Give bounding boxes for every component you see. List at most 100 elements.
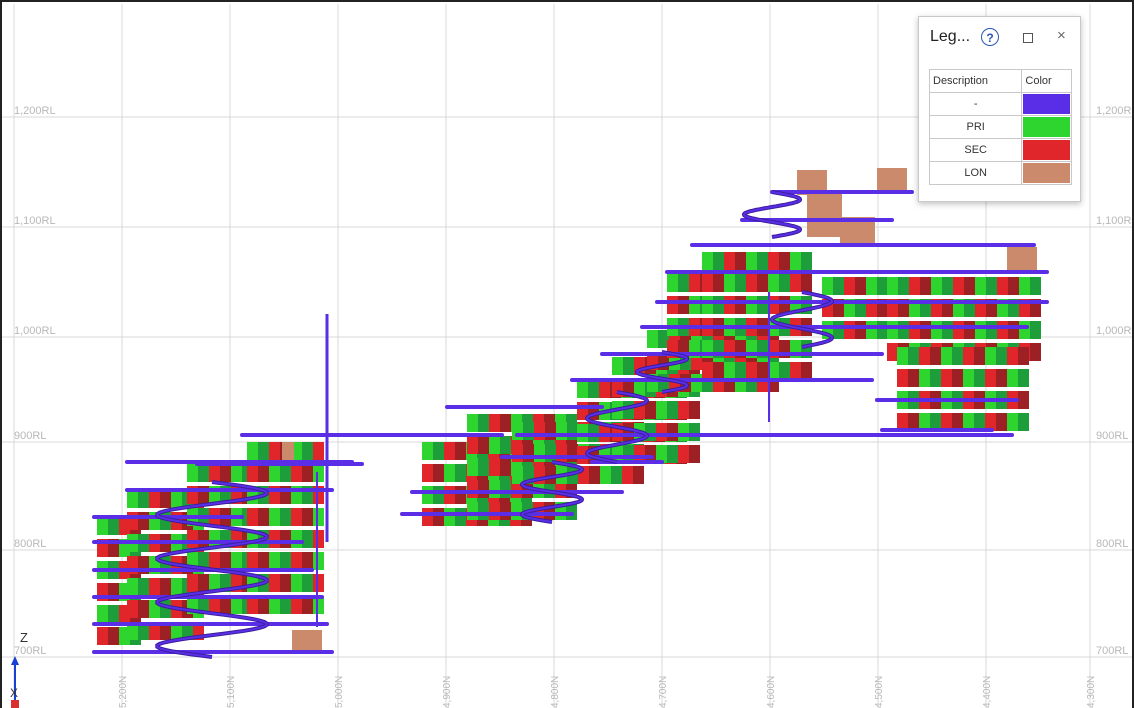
stope-cell (489, 480, 500, 498)
stope-cell (1007, 369, 1018, 387)
help-icon[interactable]: ? (981, 28, 999, 46)
legend-row[interactable]: LON (928, 161, 1072, 185)
stope-cell (280, 464, 291, 482)
stope-cell (691, 352, 702, 370)
stope-cell (985, 369, 996, 387)
stope-cell (669, 330, 680, 348)
stope-cell (702, 296, 713, 314)
stope-cell (247, 486, 258, 504)
stope-cell (1019, 321, 1030, 339)
stope-cell (444, 486, 455, 504)
stope-cell (658, 374, 669, 392)
legend-row[interactable]: - (928, 92, 1072, 116)
stope-cell (534, 444, 545, 462)
stope-cell (127, 490, 138, 508)
stope-cell (127, 578, 138, 596)
stope-cell (790, 340, 801, 358)
stope-cell (589, 466, 600, 484)
stope-cell (313, 464, 324, 482)
stope-cell (577, 380, 588, 398)
stope-cell (713, 340, 724, 358)
stope-cell (500, 436, 511, 454)
stope-cell (866, 277, 877, 295)
stope-cell (713, 352, 724, 370)
legend-description: LON (928, 161, 1023, 185)
northing-label: 4,400N (982, 676, 993, 708)
stope-cell (942, 299, 953, 317)
stope-cell (724, 340, 735, 358)
legend-row[interactable]: SEC (928, 138, 1072, 162)
stope-cell (963, 369, 974, 387)
stope-cell (689, 296, 700, 314)
stope-cell (691, 330, 702, 348)
stope-cell (269, 552, 280, 570)
stope-cell (127, 622, 138, 640)
legend-title: Leg... (930, 28, 971, 45)
stope-cell (757, 296, 768, 314)
northing-label: 4,800N (550, 676, 561, 708)
stope-cell (478, 480, 489, 498)
stope-cell (985, 347, 996, 365)
stope-cell (187, 530, 198, 548)
northing-label: 5,100N (226, 676, 237, 708)
stope-cell (909, 321, 920, 339)
legend-row[interactable]: PRI (928, 115, 1072, 139)
legend-title-bar[interactable]: Leg... ? × (919, 17, 1080, 61)
stope-cell (511, 502, 522, 520)
stope-cell (500, 458, 511, 476)
stope-cell (160, 556, 171, 574)
stope-cell (500, 480, 511, 498)
stope-cell (555, 480, 566, 498)
stope-cell (611, 466, 622, 484)
stope-cell (567, 444, 578, 462)
legend-window[interactable]: Leg... ? × Description Color - PRI SEC (918, 16, 1081, 202)
stope-cell (647, 330, 658, 348)
close-icon[interactable]: × (1057, 27, 1066, 44)
stope-cell (291, 486, 302, 504)
stope-cell (768, 274, 779, 292)
color-swatch (1023, 94, 1070, 114)
rl-label-right: 900RL (1096, 430, 1128, 442)
stope-cell (801, 340, 812, 358)
northing-label: 5,000N (334, 676, 345, 708)
stope-cell (444, 442, 455, 460)
stope-cell (127, 600, 138, 618)
stope-cell (702, 340, 713, 358)
stope-cell (953, 299, 964, 317)
stope-cell (512, 444, 523, 462)
stope-cell (844, 277, 855, 295)
stope-cell (757, 362, 768, 380)
stope-cell (209, 596, 220, 614)
stope-cell (713, 296, 724, 314)
stope-cell (119, 517, 130, 535)
northing-label: 5,200N (118, 676, 129, 708)
stope-cell (735, 352, 746, 370)
stope-cell (1018, 391, 1029, 409)
decline-ramp-highlight (770, 291, 834, 348)
stope-cell (689, 445, 700, 463)
stope-cell (523, 444, 534, 462)
stope-cell (658, 352, 669, 370)
stope-cell (877, 299, 888, 317)
stope-cell (897, 347, 908, 365)
stope-cell (302, 486, 313, 504)
stope-cell (313, 574, 324, 592)
stope-cell (645, 445, 656, 463)
lon-stope (292, 630, 322, 650)
stope-cell (746, 352, 757, 370)
stope-cell (887, 277, 898, 295)
stope-cell (577, 402, 588, 420)
stope-cell (897, 369, 908, 387)
stope-cell (108, 583, 119, 601)
stope-cell (512, 466, 523, 484)
stope-cell (258, 596, 269, 614)
lon-stope (1007, 247, 1037, 272)
stope-cell (556, 444, 567, 462)
decline-ramp-highlight (635, 351, 689, 393)
maximize-icon[interactable] (1023, 33, 1033, 43)
stope-cell (455, 508, 466, 526)
stope-cell (656, 423, 667, 441)
stope-cell (467, 502, 478, 520)
lon-stope (282, 442, 294, 460)
